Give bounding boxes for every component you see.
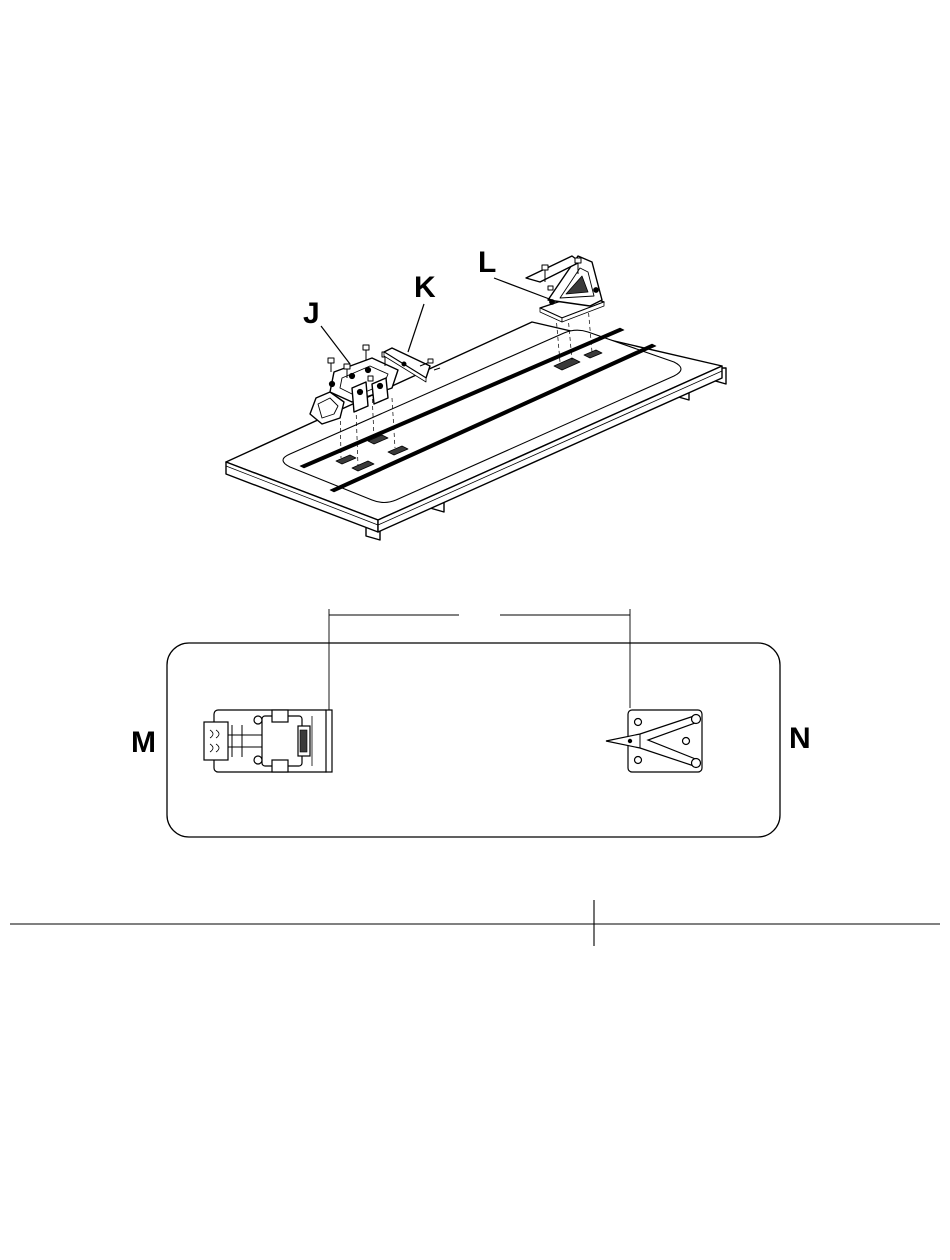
- plan-part-n: [606, 710, 702, 772]
- label-j: J: [303, 297, 320, 330]
- isometric-view: [226, 256, 726, 540]
- label-l: L: [478, 246, 496, 279]
- part-l-stand: [526, 256, 604, 322]
- label-k: K: [414, 271, 436, 304]
- section-divider: [10, 900, 940, 946]
- label-n: N: [789, 722, 811, 755]
- plan-part-m: [204, 710, 332, 772]
- label-m: M: [131, 726, 156, 759]
- dimension-line: [329, 609, 630, 712]
- plan-view: [10, 609, 940, 946]
